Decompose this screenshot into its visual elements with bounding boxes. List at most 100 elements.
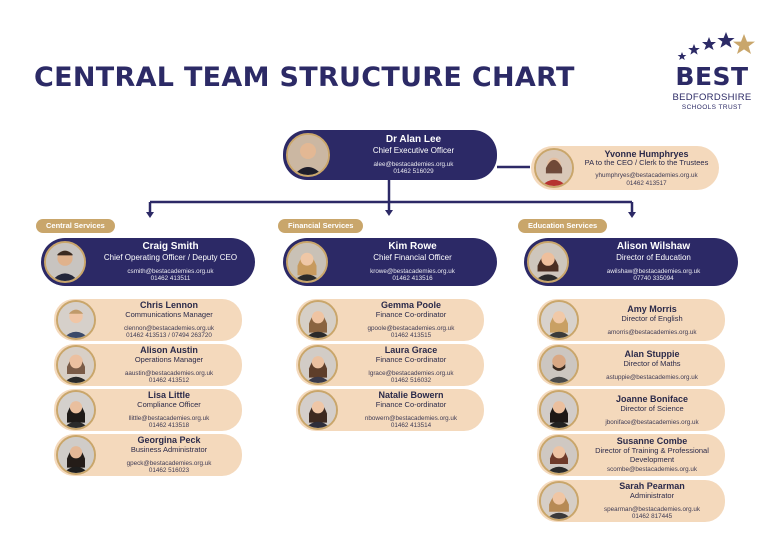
staff-role: Business Administrator xyxy=(130,444,208,454)
head-role: Chief Financial Officer xyxy=(373,253,452,263)
staff-name: Georgina Peck xyxy=(137,435,201,446)
ceo-role: Chief Executive Officer xyxy=(372,146,455,156)
avatar xyxy=(298,390,338,430)
dept-head-card: Kim Rowe Chief Financial Officer krowe@b… xyxy=(283,238,497,286)
dept-label-education: Education Services xyxy=(518,219,608,233)
dept-head-card: Craig Smith Chief Operating Officer / De… xyxy=(41,238,255,286)
avatar xyxy=(56,435,96,475)
avatar xyxy=(539,300,579,340)
staff-card: Amy Morris Director of English amorris@b… xyxy=(537,299,725,341)
staff-email[interactable]: spearman@bestacademies.org.uk xyxy=(604,505,700,513)
head-email[interactable]: csmith@bestacademies.org.uk xyxy=(127,267,214,275)
staff-role: Director of Maths xyxy=(623,358,681,368)
ceo-phone: 01462 516029 xyxy=(393,168,434,176)
head-email[interactable]: awilshaw@bestacademies.org.uk xyxy=(606,267,701,275)
staff-email[interactable]: jboniface@bestacademies.org.uk xyxy=(605,418,699,426)
avatar xyxy=(56,300,96,340)
staff-role: Administrator xyxy=(629,490,675,500)
staff-phone: 01462 413513 / 07494 263720 xyxy=(126,332,212,340)
staff-email[interactable]: llittle@bestacademies.org.uk xyxy=(128,414,210,422)
staff-role: Finance Co-ordinator xyxy=(375,309,447,319)
head-phone: 01462 413516 xyxy=(392,275,433,283)
avatar xyxy=(298,300,338,340)
pa-email[interactable]: yhumphryes@bestacademies.org.uk xyxy=(595,172,698,180)
pa-phone: 01462 413517 xyxy=(626,179,667,187)
stars-logo-icon xyxy=(677,32,755,60)
staff-phone: 01462 817445 xyxy=(631,513,673,521)
staff-email[interactable]: lgrace@bestacademies.org.uk xyxy=(368,369,454,377)
staff-email[interactable]: gpoole@bestacademies.org.uk xyxy=(367,324,455,332)
staff-role: Finance Co-ordinator xyxy=(375,354,447,364)
logo-line1: BEDFORDSHIRE xyxy=(672,92,752,103)
staff-role: Director of Training & Professional Deve… xyxy=(595,445,709,464)
staff-email[interactable]: clennon@bestacademies.org.uk xyxy=(123,324,215,332)
staff-card: Alan Stuppie Director of Maths astuppie@… xyxy=(537,344,725,386)
staff-role: Director of Science xyxy=(620,403,684,413)
staff-card: Joanne Boniface Director of Science jbon… xyxy=(537,389,725,431)
staff-name: Susanne Combe xyxy=(616,436,688,447)
pa-name: Yvonne Humphryes xyxy=(604,148,689,159)
staff-card: Susanne Combe Director of Training & Pro… xyxy=(537,434,725,476)
staff-card: Chris Lennon Communications Manager clen… xyxy=(54,299,242,341)
dept-head-card: Alison Wilshaw Director of Education awi… xyxy=(524,238,738,286)
avatar xyxy=(527,241,569,283)
ceo-name: Dr Alan Lee xyxy=(385,134,442,146)
head-phone: 07740 335094 xyxy=(633,275,674,283)
staff-role: Finance Co-ordinator xyxy=(375,399,447,409)
staff-phone: 01462 516032 xyxy=(390,377,432,385)
staff-name: Joanne Boniface xyxy=(615,394,689,405)
avatar xyxy=(539,481,579,521)
head-role: Director of Education xyxy=(616,253,691,263)
staff-email[interactable]: nbowern@bestacademies.org.uk xyxy=(364,414,458,422)
avatar xyxy=(298,345,338,385)
dept-label-central: Central Services xyxy=(36,219,115,233)
avatar xyxy=(286,241,328,283)
staff-email[interactable]: gpeck@bestacademies.org.uk xyxy=(126,459,212,467)
page-title: CENTRAL TEAM STRUCTURE CHART xyxy=(34,62,575,93)
staff-card: Alison Austin Operations Manager aaustin… xyxy=(54,344,242,386)
staff-role: Communications Manager xyxy=(125,309,213,319)
head-name: Alison Wilshaw xyxy=(616,241,691,253)
staff-email[interactable]: amorris@bestacademies.org.uk xyxy=(607,328,697,336)
avatar xyxy=(286,133,330,177)
head-email[interactable]: krowe@bestacademies.org.uk xyxy=(370,267,455,275)
staff-name: Lisa Little xyxy=(147,390,190,401)
staff-name: Natalie Bowern xyxy=(378,390,444,401)
staff-phone: 01462 413512 xyxy=(148,377,190,385)
staff-role: Compliance Officer xyxy=(137,399,201,409)
avatar xyxy=(539,435,579,475)
staff-phone: 01462 413514 xyxy=(390,422,432,430)
staff-name: Chris Lennon xyxy=(140,300,198,311)
staff-email[interactable]: aaustin@bestacademies.org.uk xyxy=(124,369,214,377)
avatar xyxy=(539,390,579,430)
ceo-card: Dr Alan Lee Chief Executive Officer alee… xyxy=(283,130,497,180)
staff-email[interactable]: astuppie@bestacademies.org.uk xyxy=(606,373,698,381)
ceo-email[interactable]: alee@bestacademies.org.uk xyxy=(373,160,454,168)
avatar xyxy=(539,345,579,385)
staff-name: Alan Stuppie xyxy=(624,349,680,360)
staff-card: Lisa Little Compliance Officer llittle@b… xyxy=(54,389,242,431)
staff-name: Gemma Poole xyxy=(380,300,442,311)
logo-brand: BEST xyxy=(675,62,749,91)
staff-name: Alison Austin xyxy=(140,345,198,356)
staff-role: Director of English xyxy=(621,313,683,323)
staff-email[interactable]: scombe@bestacademies.org.uk xyxy=(606,466,698,474)
logo-line2: SCHOOLS TRUST xyxy=(681,104,743,111)
staff-card: Sarah Pearman Administrator spearman@bes… xyxy=(537,480,725,522)
staff-card: Natalie Bowern Finance Co-ordinator nbow… xyxy=(296,389,484,431)
staff-role: Operations Manager xyxy=(134,354,204,364)
staff-phone: 01462 413518 xyxy=(148,422,190,430)
staff-card: Laura Grace Finance Co-ordinator lgrace@… xyxy=(296,344,484,386)
head-role: Chief Operating Officer / Deputy CEO xyxy=(103,253,238,263)
pa-role: PA to the CEO / Clerk to the Trustees xyxy=(584,158,709,168)
head-name: Kim Rowe xyxy=(388,241,437,253)
staff-phone: 01462 413515 xyxy=(390,332,432,340)
pa-card: Yvonne Humphryes PA to the CEO / Clerk t… xyxy=(531,146,719,190)
staff-card: Georgina Peck Business Administrator gpe… xyxy=(54,434,242,476)
staff-card: Gemma Poole Finance Co-ordinator gpoole@… xyxy=(296,299,484,341)
staff-name: Sarah Pearman xyxy=(619,481,685,492)
head-phone: 01462 413511 xyxy=(150,275,191,283)
staff-name: Amy Morris xyxy=(627,304,677,315)
dept-label-financial: Financial Services xyxy=(278,219,364,233)
